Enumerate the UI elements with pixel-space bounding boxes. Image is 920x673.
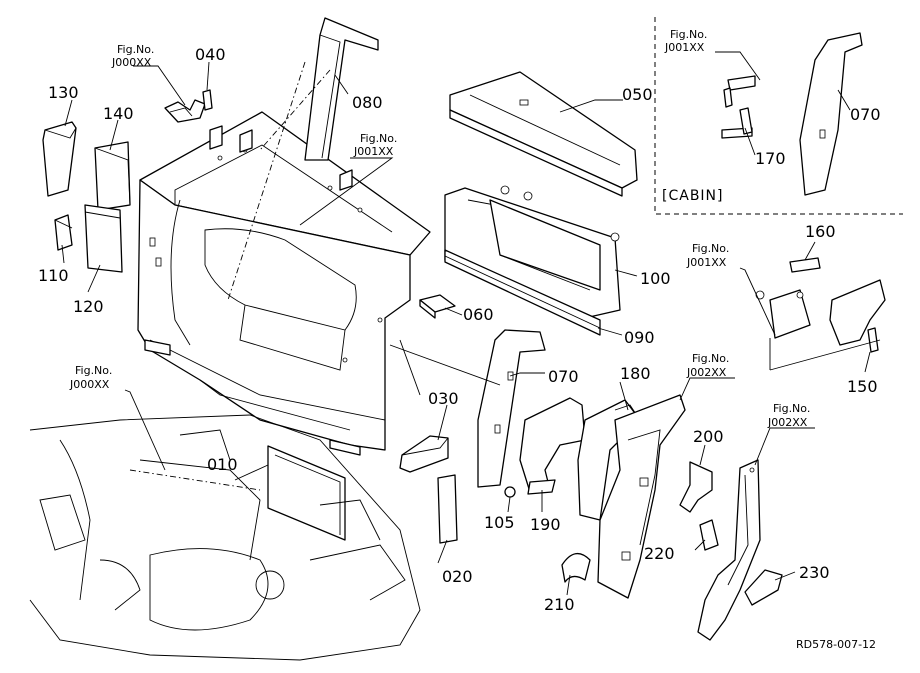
part-number-190: 190 — [530, 515, 561, 534]
fig-ref-j001-right: Fig.No. J001XX — [686, 242, 729, 269]
part-010-panel — [267, 445, 346, 541]
part-number-110: 110 — [38, 266, 69, 285]
j001-right-assembly — [755, 257, 886, 371]
fig-ref-j000-lower: Fig.No. J000XX — [69, 364, 112, 391]
fig-title: Fig.No. — [117, 43, 154, 56]
part-210-piece — [561, 553, 591, 583]
fig-code: J001XX — [664, 41, 705, 54]
part-060-block — [419, 294, 456, 319]
cabin-inset: [CABIN] — [654, 17, 903, 215]
part-number-230: 230 — [799, 563, 830, 582]
part-230-piece — [744, 569, 783, 606]
cabin-label: [CABIN] — [662, 188, 723, 204]
part-number-labels: 130 140 110 120 040 080 050 100 090 060 … — [38, 45, 881, 614]
fig-title: Fig.No. — [692, 242, 729, 255]
fig-ref-j002-mid: Fig.No. J002XX — [686, 352, 729, 379]
part-number-100: 100 — [640, 269, 671, 288]
part-number-020: 020 — [442, 567, 473, 586]
part-number-060: 060 — [463, 305, 494, 324]
part-number-200: 200 — [693, 427, 724, 446]
part-050-top-plate — [449, 71, 638, 197]
fig-title: Fig.No. — [692, 352, 729, 365]
part-number-080: 080 — [352, 93, 383, 112]
part-180-lower-frame — [597, 394, 686, 599]
part-200-bracket — [679, 461, 713, 513]
fig-code: J000XX — [69, 378, 110, 391]
leader-lines — [61, 51, 871, 596]
part-100-panel — [444, 185, 621, 319]
part-030-bracket — [399, 435, 449, 473]
drawing-code: RD578-007-12 — [796, 638, 876, 651]
j000-bracket — [164, 89, 213, 123]
part-number-010: 010 — [207, 455, 238, 474]
part-number-030: 030 — [428, 389, 459, 408]
part-number-160: 160 — [805, 222, 836, 241]
part-number-105: 105 — [484, 513, 515, 532]
j002-frame — [697, 459, 761, 641]
part-020-strip — [437, 474, 458, 544]
part-number-040: 040 — [195, 45, 226, 64]
cabin-parts — [721, 32, 863, 196]
fig-code: J002XX — [767, 416, 808, 429]
fig-ref-j000-top: Fig.No. J000XX — [111, 43, 154, 69]
left-parts — [42, 121, 131, 273]
chassis-lower-left — [29, 414, 421, 661]
part-number-220: 220 — [644, 544, 675, 563]
part-number-070: 070 — [548, 367, 579, 386]
fig-code: J002XX — [686, 366, 727, 379]
part-number-150: 150 — [847, 377, 878, 396]
part-number-090: 090 — [624, 328, 655, 347]
part-number-170: 170 — [755, 149, 786, 168]
part-number-050: 050 — [622, 85, 653, 104]
fig-ref-j002-right: Fig.No. J002XX — [767, 402, 810, 429]
fig-ref-j001-mid: Fig.No. J001XX — [353, 132, 397, 158]
part-090-strip — [444, 249, 601, 336]
part-number-120: 120 — [73, 297, 104, 316]
part-number-140: 140 — [103, 104, 134, 123]
part-number-130: 130 — [48, 83, 79, 102]
part-080-panel — [227, 17, 379, 301]
side-frame-assembly — [137, 111, 431, 456]
fig-title: Fig.No. — [670, 28, 707, 41]
part-number-210: 210 — [544, 595, 575, 614]
fig-code: J001XX — [353, 145, 394, 158]
fig-code: J001XX — [686, 256, 727, 269]
part-number-070-cabin: 070 — [850, 105, 881, 124]
part-220-piece — [699, 519, 719, 551]
part-190-panel — [519, 397, 586, 495]
part-number-180: 180 — [620, 364, 651, 383]
fig-title: Fig.No. — [75, 364, 112, 377]
fig-title: Fig.No. — [360, 132, 397, 145]
fig-title: Fig.No. — [773, 402, 810, 415]
fig-ref-j001-cabin: Fig.No. J001XX — [664, 28, 707, 54]
fig-code: J000XX — [111, 56, 152, 69]
